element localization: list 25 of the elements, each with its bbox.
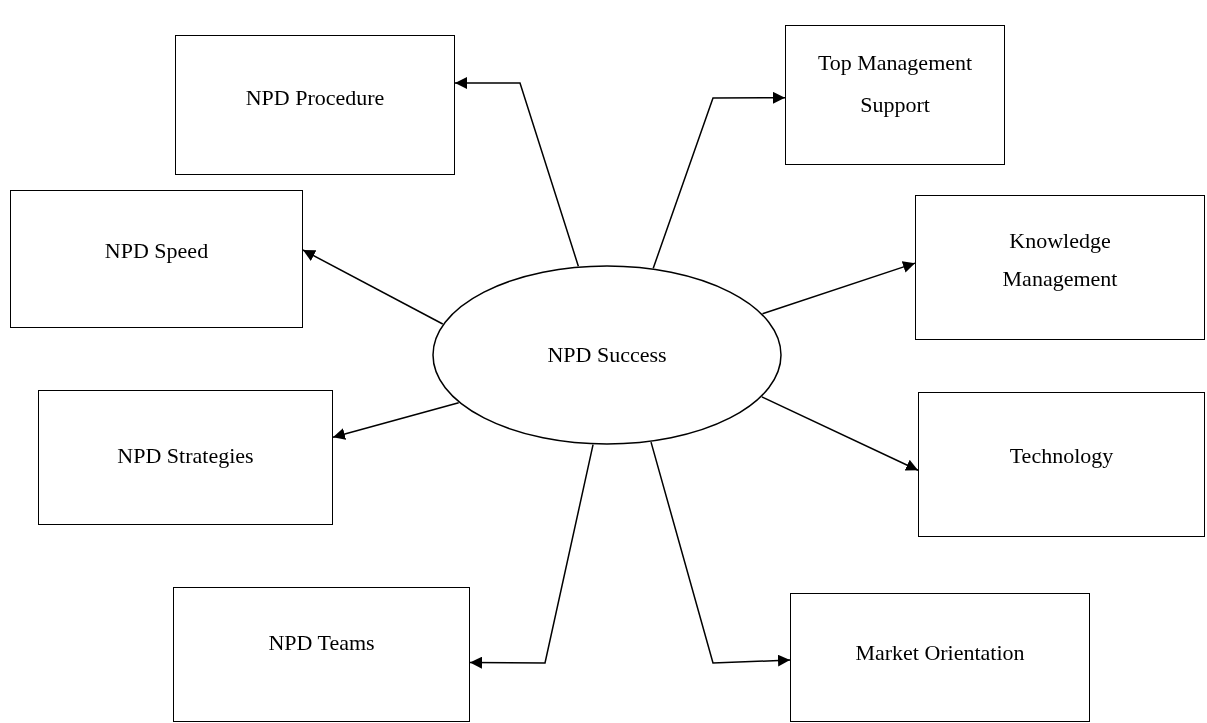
node-label: Top Management Support: [816, 49, 974, 119]
node-label: NPD Procedure: [245, 85, 385, 111]
factor-box: [10, 190, 303, 328]
factor-box: [790, 593, 1090, 722]
node-label: Market Orientation: [855, 640, 1025, 666]
arrow: [761, 396, 919, 472]
factor-box: [915, 195, 1205, 340]
factor-box: [173, 587, 470, 722]
arrow: [650, 441, 791, 667]
arrow: [652, 91, 786, 269]
node-label: NPD Success: [547, 342, 667, 368]
factor-box: [175, 35, 455, 175]
factor-box: [38, 390, 333, 525]
node-label: Knowledge Management: [1001, 227, 1119, 293]
node-label: NPD Speed: [104, 238, 209, 264]
arrow: [454, 77, 580, 267]
node-label: Technology: [1009, 443, 1114, 469]
arrow: [332, 402, 460, 440]
node-label: NPD Teams: [268, 630, 375, 656]
arrow: [761, 261, 916, 315]
arrow: [302, 249, 444, 325]
arrow: [469, 443, 594, 669]
node-label: NPD Strategies: [117, 443, 254, 469]
factor-box: [918, 392, 1205, 537]
factor-box: [785, 25, 1005, 165]
